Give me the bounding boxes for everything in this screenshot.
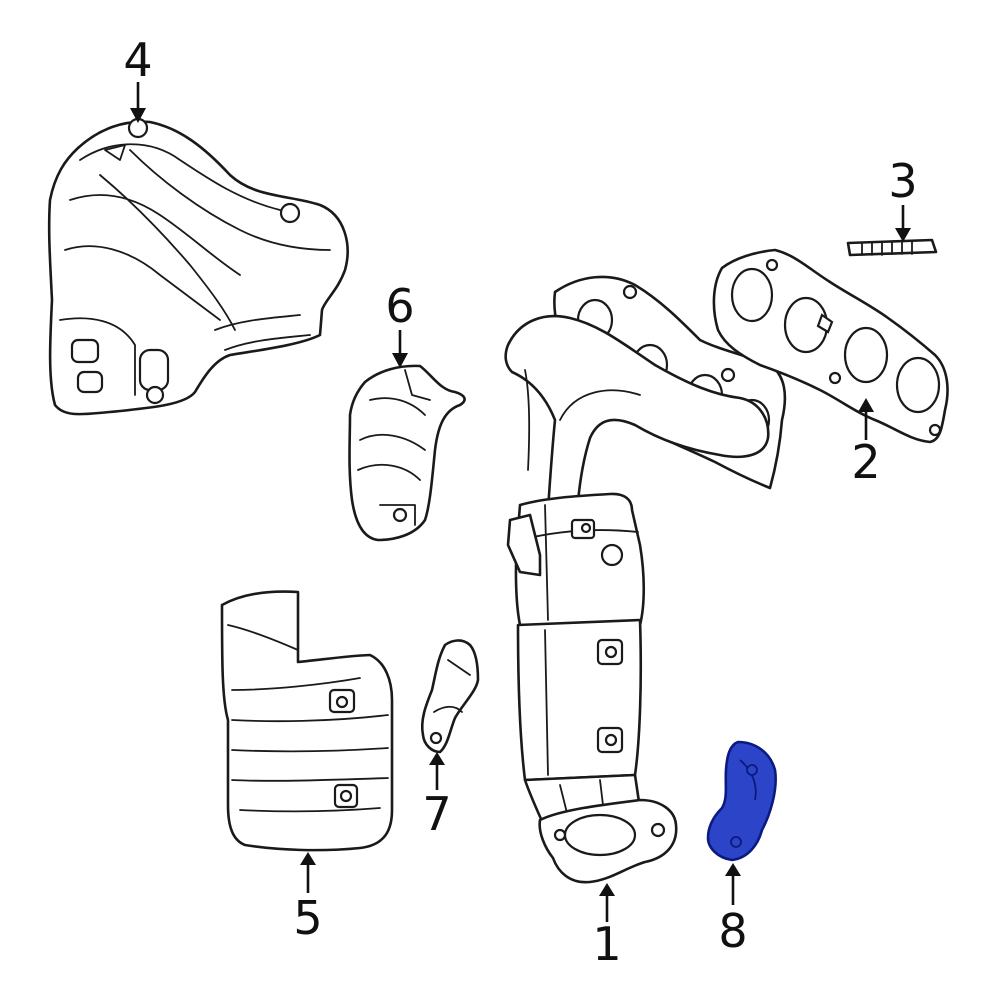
part-2-manifold-gasket[interactable] xyxy=(712,248,949,444)
callout-arrows xyxy=(130,82,911,922)
part-4-heat-shield[interactable] xyxy=(47,117,349,416)
callout-3: 3 xyxy=(888,154,917,208)
callout-1: 1 xyxy=(592,917,621,971)
part-1-exhaust-manifold-converter[interactable] xyxy=(504,275,787,884)
callout-4: 4 xyxy=(123,33,152,87)
callout-7: 7 xyxy=(422,787,451,841)
part-7-bracket[interactable] xyxy=(420,639,480,754)
callout-8: 8 xyxy=(718,904,747,958)
part-3-stud[interactable] xyxy=(846,238,938,257)
part-8-highlighted-bracket[interactable] xyxy=(706,740,777,862)
callout-2: 2 xyxy=(851,435,880,489)
callout-5: 5 xyxy=(293,891,322,945)
part-6-heat-shield[interactable] xyxy=(348,364,466,542)
callout-6: 6 xyxy=(385,279,414,333)
part-5-heat-shield[interactable] xyxy=(220,590,394,852)
